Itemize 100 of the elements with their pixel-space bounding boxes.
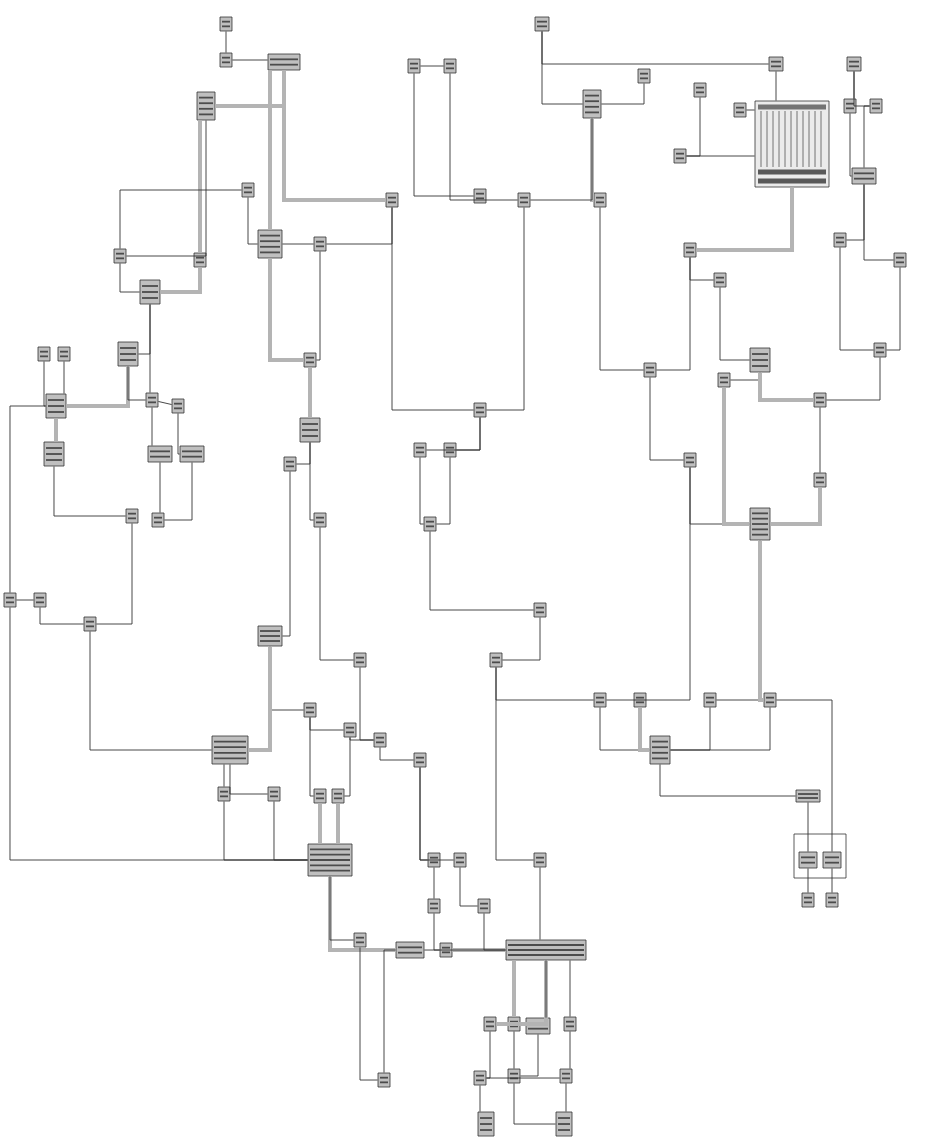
wire: [807, 801, 809, 853]
wire: [125, 119, 207, 257]
wire: [513, 1082, 557, 1125]
wire: [95, 522, 133, 625]
component-box: [846, 56, 862, 72]
wire: [39, 606, 85, 625]
component-box: [477, 898, 491, 914]
component-box: [749, 507, 771, 541]
component-box: [873, 342, 887, 358]
wire: [495, 666, 535, 861]
component-box: [3, 592, 17, 608]
wire: [483, 912, 507, 951]
wire: [539, 866, 541, 941]
wire-bundle: [590, 118, 595, 202]
wire: [605, 466, 691, 701]
component-box: [33, 592, 47, 608]
wire: [459, 866, 479, 907]
wire: [659, 763, 797, 797]
component-box: [267, 786, 281, 802]
wire: [391, 206, 475, 411]
component-box: [171, 398, 185, 414]
wire: [863, 105, 871, 169]
component-box: [768, 56, 784, 72]
wire: [775, 699, 833, 853]
component-box: [83, 616, 97, 632]
component-box: [693, 82, 707, 98]
component-box: [749, 347, 771, 373]
wire: [119, 262, 141, 293]
component-box: [303, 702, 317, 718]
wire: [229, 763, 269, 795]
wire: [565, 1082, 567, 1113]
wire: [419, 766, 455, 861]
component-box: [413, 442, 427, 458]
wire-bundle: [328, 876, 396, 952]
component-box: [637, 68, 651, 84]
wire-bundle: [758, 372, 814, 402]
component-box: [353, 932, 367, 948]
component-box: [257, 229, 283, 259]
wire-bundle: [160, 267, 202, 294]
component-box: [443, 58, 457, 74]
wire: [545, 959, 547, 1019]
component-box: [833, 232, 847, 248]
component-box: [43, 441, 65, 467]
component-box: [377, 1072, 391, 1088]
wire: [343, 736, 351, 797]
wire: [163, 461, 193, 521]
wire: [885, 266, 901, 351]
wire: [819, 406, 821, 474]
component-box: [353, 652, 367, 668]
wire-bundle: [512, 960, 516, 1017]
component-box: [373, 732, 387, 748]
wire: [845, 183, 865, 241]
wire: [775, 70, 777, 102]
wire: [281, 243, 315, 245]
wire-bundle: [268, 258, 304, 362]
wire: [231, 59, 269, 61]
wire: [159, 461, 161, 514]
component-box: [307, 843, 353, 877]
wire-bundle: [66, 366, 130, 408]
wire: [435, 456, 451, 525]
wire: [649, 376, 685, 461]
component-box: [505, 939, 587, 961]
wire: [455, 416, 481, 451]
wire: [529, 117, 593, 201]
component-box: [407, 58, 421, 74]
wire-bundle: [758, 540, 764, 702]
component-box: [483, 1016, 497, 1032]
component-box: [851, 167, 877, 185]
component-box: [267, 53, 301, 71]
component-box: [813, 392, 827, 408]
component-box: [196, 91, 216, 121]
component-box: [113, 248, 127, 264]
component-box: [147, 445, 173, 463]
wire: [225, 30, 227, 54]
component-box: [533, 852, 547, 868]
wire: [745, 109, 756, 111]
wire-bundle: [452, 948, 506, 952]
wire: [655, 256, 691, 371]
component-box: [257, 625, 283, 647]
component-box: [45, 393, 67, 419]
wire: [53, 465, 127, 517]
wire: [501, 616, 541, 661]
component-box: [303, 352, 317, 368]
wire: [9, 606, 309, 861]
component-box: [179, 445, 205, 463]
wire: [281, 470, 291, 637]
wire-bundle: [496, 960, 548, 1026]
component-box: [713, 272, 727, 288]
wire-bundle: [336, 803, 340, 844]
component-box: [331, 788, 345, 804]
component-box: [763, 692, 777, 708]
component-box: [477, 1111, 495, 1137]
wire: [419, 65, 445, 67]
component-box: [385, 192, 399, 208]
wire-bundle: [638, 707, 650, 752]
wire: [569, 1030, 571, 1070]
component-box: [217, 786, 231, 802]
component-box: [125, 508, 139, 524]
wire-bundle: [318, 803, 322, 844]
striped-panel: [754, 100, 830, 188]
